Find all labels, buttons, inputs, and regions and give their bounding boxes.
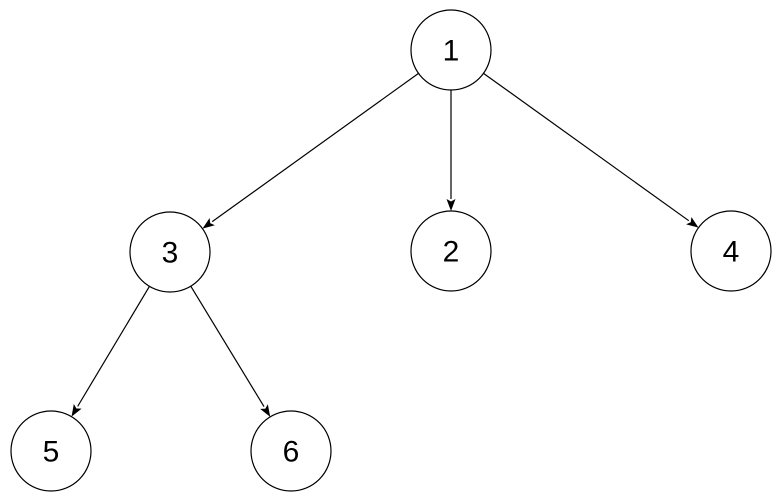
node-4: 4: [690, 210, 772, 292]
node-circle-4: [690, 210, 772, 292]
node-3: 3: [129, 211, 211, 293]
node-circle-1: [410, 9, 492, 91]
node-layer: 1 3 2 4 5 6: [10, 9, 772, 492]
node-label-3: 3: [162, 237, 179, 270]
node-label-6: 6: [283, 436, 300, 469]
edge-layer: [71, 72, 699, 417]
node-6: 6: [250, 410, 332, 492]
node-1: 1: [410, 9, 492, 91]
edge-3-6: [190, 285, 271, 417]
node-circle-6: [250, 410, 332, 492]
edge-1-3: [202, 72, 419, 229]
node-circle-3: [129, 211, 211, 293]
node-label-1: 1: [443, 35, 460, 68]
node-2: 2: [410, 210, 492, 292]
node-circle-2: [410, 210, 492, 292]
edge-3-5: [71, 286, 150, 417]
node-label-5: 5: [43, 436, 60, 469]
node-circle-5: [10, 410, 92, 492]
node-5: 5: [10, 410, 92, 492]
edge-1-4: [483, 72, 699, 228]
node-label-4: 4: [723, 236, 740, 269]
node-label-2: 2: [443, 236, 460, 269]
